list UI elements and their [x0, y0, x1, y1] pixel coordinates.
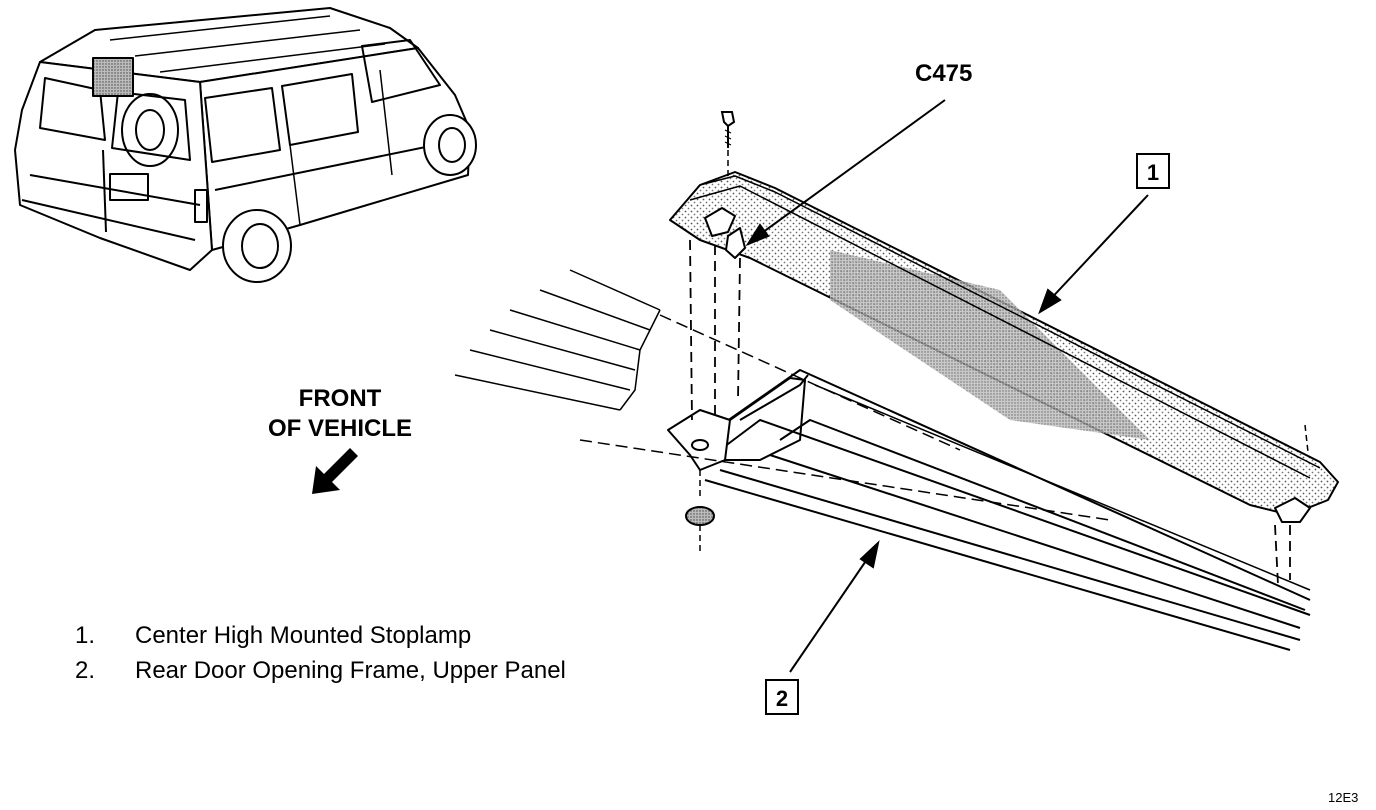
- callout-2: 2: [765, 679, 799, 715]
- fasteners: [579, 111, 1309, 586]
- van-body-side: [199, 47, 471, 251]
- van-front-wheel: [423, 114, 477, 176]
- legend-item-2-text: Rear Door Opening Frame, Upper Panel: [135, 657, 566, 684]
- van-rear-wheel: [222, 209, 292, 283]
- front-label-line-2: OF VEHICLE: [267, 415, 412, 442]
- front-of-vehicle-label: FRONT OF VEHICLE: [250, 384, 430, 444]
- figure-id: 12E3: [1328, 790, 1359, 805]
- stoplamp-location-marker: [92, 57, 134, 97]
- callout-1: 1: [1136, 153, 1170, 189]
- van-rear-face: [14, 61, 213, 271]
- legend-item-1-text: Center High Mounted Stoplamp: [135, 622, 472, 649]
- front-direction-arrow: [312, 448, 358, 494]
- legend-item-2-number: 2.: [75, 657, 96, 684]
- leader-lines: [745, 99, 1149, 673]
- front-label-line-1: FRONT: [298, 385, 382, 412]
- grommet: [685, 506, 715, 526]
- screw: [720, 111, 736, 148]
- legend-item-2: 2. Rear Door Opening Frame, Upper Panel: [75, 657, 635, 687]
- rear-door-frame-panel: [454, 269, 1311, 651]
- legend-item-1: 1. Center High Mounted Stoplamp: [75, 622, 595, 652]
- c475-connector: [725, 227, 746, 259]
- center-high-mounted-stoplamp: [669, 171, 1339, 523]
- connector-label: C475: [915, 60, 973, 87]
- legend-item-1-number: 1.: [75, 622, 96, 649]
- van-inset: [14, 7, 477, 283]
